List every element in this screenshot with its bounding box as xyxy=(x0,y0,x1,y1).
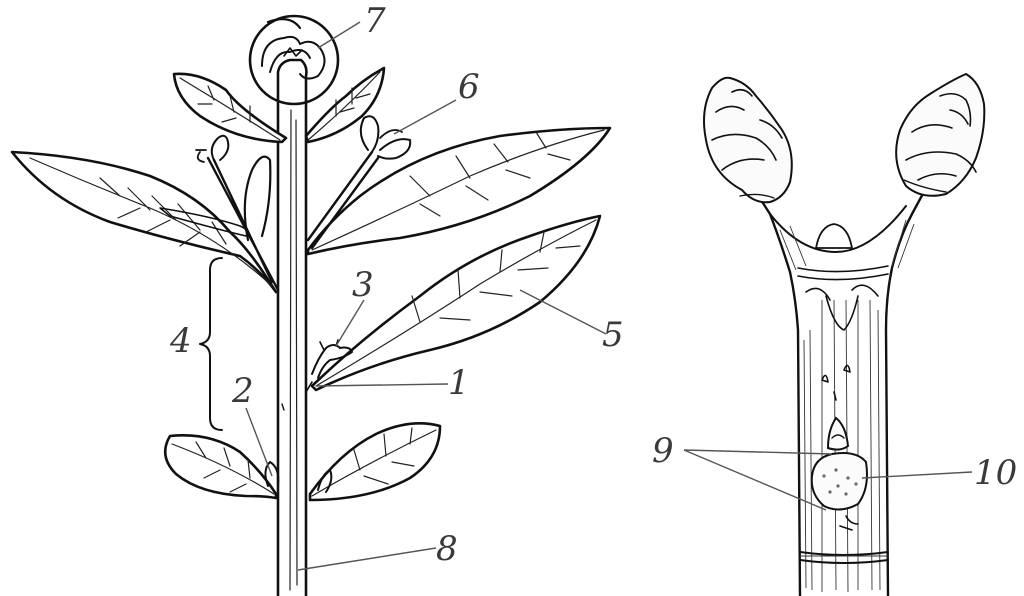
label-1: 1 xyxy=(448,363,470,403)
label-8: 8 xyxy=(436,529,458,569)
label-2: 2 xyxy=(231,371,254,411)
leaf-lower-right xyxy=(310,423,440,500)
label-4: 4 xyxy=(169,321,192,361)
label-3: 3 xyxy=(352,265,374,305)
internode-brace xyxy=(200,258,222,430)
bud-left xyxy=(704,78,792,203)
bud-right xyxy=(896,74,984,196)
label-6: 6 xyxy=(458,67,480,107)
label-7: 7 xyxy=(364,1,386,41)
leafy-shoot xyxy=(12,16,610,596)
label-10: 10 xyxy=(974,453,1017,493)
leaf-scar xyxy=(812,453,867,510)
winter-twig xyxy=(704,74,984,596)
leaf-left-large xyxy=(12,152,276,292)
label-9: 9 xyxy=(652,431,674,471)
leaf-upper-right xyxy=(306,68,384,142)
label-5: 5 xyxy=(602,315,624,355)
leaf-upper-left xyxy=(174,74,286,142)
